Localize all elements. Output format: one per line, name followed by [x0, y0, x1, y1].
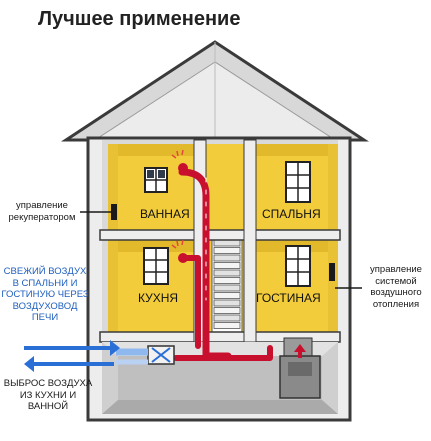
stair-step — [213, 307, 241, 314]
stair-step — [213, 284, 241, 292]
room-label-bedroom: СПАЛЬНЯ — [262, 207, 321, 221]
stair-step — [213, 322, 241, 329]
stair-step — [213, 299, 241, 307]
roof — [60, 40, 370, 142]
stair-step — [213, 314, 241, 322]
room-label-living: ГОСТИНАЯ — [256, 291, 321, 305]
stair-step — [213, 247, 241, 254]
stair-step — [213, 277, 241, 284]
window-kitchen — [143, 247, 169, 285]
room-label-bathroom: ВАННАЯ — [140, 207, 190, 221]
recuperator-unit — [147, 345, 175, 365]
recuperator-control-panel — [111, 204, 117, 220]
furnace — [279, 337, 321, 399]
heating-control-panel — [329, 263, 335, 281]
stair-step — [213, 262, 241, 269]
fresh-air-arrow — [24, 340, 120, 356]
stair-step — [213, 254, 241, 262]
stair-step — [213, 239, 241, 247]
window-bathroom — [144, 167, 168, 193]
bathroom-vent — [171, 149, 188, 173]
window-living — [285, 245, 311, 287]
window-bedroom — [285, 161, 311, 203]
stair-step — [213, 292, 241, 299]
stair-step — [213, 269, 241, 277]
kitchen-vent — [171, 239, 188, 263]
page-title: Лучшее применение — [38, 8, 241, 30]
exhaust-air-arrow — [24, 356, 114, 372]
room-label-kitchen: КУХНЯ — [138, 291, 178, 305]
